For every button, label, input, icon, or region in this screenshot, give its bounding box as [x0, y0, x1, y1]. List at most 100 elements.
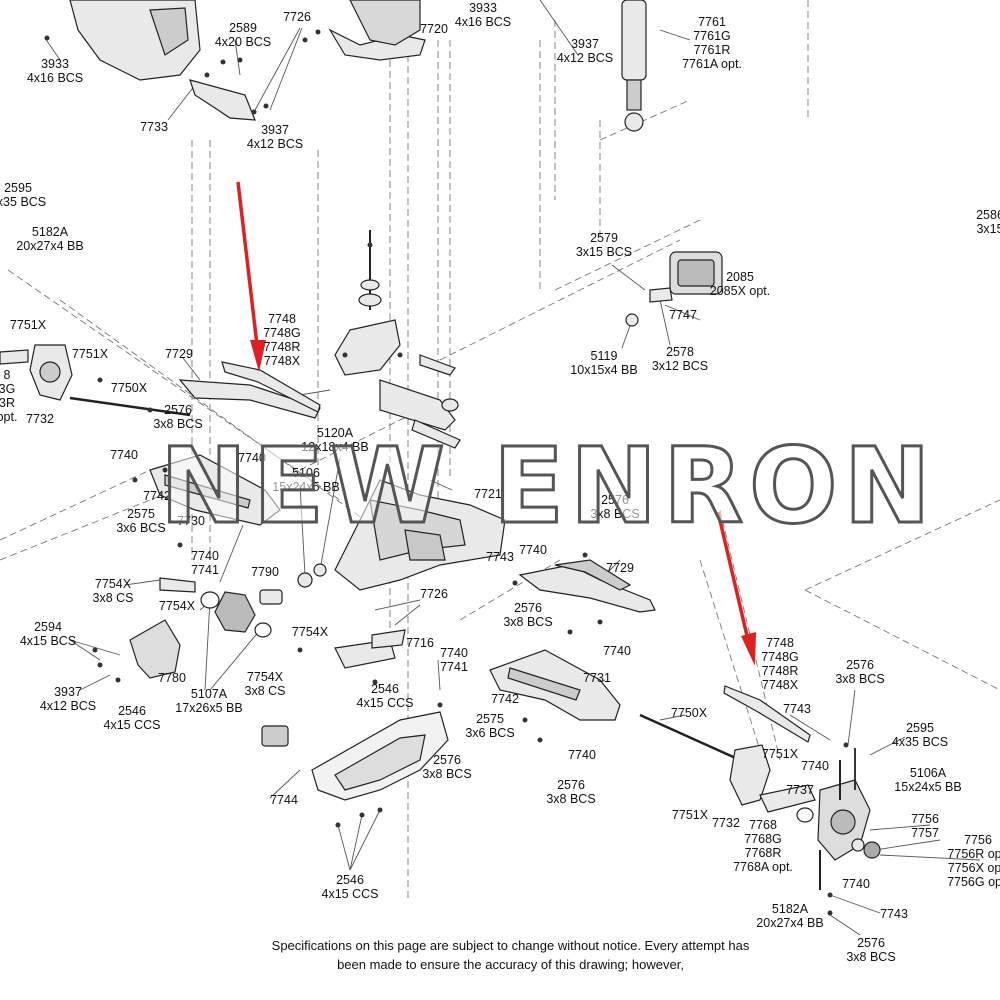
part-label-line: 2589	[229, 21, 257, 35]
part-label-line: 5120A	[316, 426, 354, 440]
part-label-line: 7747	[669, 308, 697, 322]
part-label-line: 2546	[371, 682, 399, 696]
part-label-line: 5106A	[909, 766, 947, 780]
part-label-line: 2546	[336, 873, 364, 887]
part-label-line: 7729	[606, 561, 634, 575]
part-label-line: 7751X	[761, 747, 799, 761]
part-label-line: 7730	[177, 514, 205, 528]
part-label-line: 17x26x5 BB	[175, 701, 243, 715]
part-label-line: 3933	[41, 57, 69, 71]
part-label-l7731: 7731	[583, 671, 611, 685]
part-label-line: 2579	[590, 231, 618, 245]
part-label-l7751a: 7751X	[10, 318, 46, 332]
part-label-l7750a: 7750X	[111, 381, 147, 395]
part-label-l7729b: 7729	[606, 561, 634, 575]
part-label-l7740c: 7740	[519, 543, 547, 557]
part-label-line: 2595	[906, 721, 934, 735]
part-label-l7747: 7747	[669, 308, 697, 322]
part-label-line: 2575	[127, 507, 155, 521]
part-label-line: 7761	[698, 15, 726, 29]
part-label-line: 7737	[786, 783, 814, 797]
part-label-line: 2576	[857, 936, 885, 950]
part-label-line: 7720	[420, 22, 448, 36]
part-label-line: 7756X opt.	[947, 861, 1000, 875]
part-label-l7740h: 7740	[801, 759, 829, 773]
part-label-line: 3x8 BCS	[846, 950, 896, 964]
part-label-l7790: 7790	[251, 565, 279, 579]
part-label-line: 7768G	[744, 832, 782, 846]
part-label-l7729a: 7729	[165, 347, 193, 361]
part-label-line: 3933	[469, 1, 497, 15]
part-label-line: 4x20 BCS	[214, 35, 272, 49]
part-label-line: 4x12 BCS	[556, 51, 614, 65]
part-label-line: 7768R	[744, 846, 782, 860]
part-label-line: 20x27x4 BB	[16, 239, 84, 253]
part-label-line: 4x16 BCS	[454, 15, 512, 29]
part-label-line: 7756G opt.	[947, 875, 1000, 889]
part-label-line: 7743	[880, 907, 908, 921]
part-label-l7751c: 7751X	[762, 747, 798, 761]
part-label-line: 2576	[433, 753, 461, 767]
parts	[0, 0, 881, 890]
part-label-l7740g: 7740	[568, 748, 596, 762]
part-label-l2586: 25863x15	[976, 208, 1000, 236]
steering-bellcrank	[334, 319, 401, 376]
part-label-line: 5182A	[31, 225, 69, 239]
part-label-l7740a: 7740	[110, 448, 138, 462]
part-label-line: 7751X	[9, 318, 47, 332]
part-label-line: 8	[3, 368, 11, 382]
part-label-line: 7754X	[291, 625, 329, 639]
part-label-line: 3937	[54, 685, 82, 699]
part-label-l7730: 7730	[177, 514, 205, 528]
part-label-line: 2575	[476, 712, 504, 726]
part-label-line: 15x24x5 BB	[894, 780, 962, 794]
part-label-line: 7748G	[263, 326, 301, 340]
part-label-line: 7748R	[263, 340, 301, 354]
top-bulkhead	[349, 0, 421, 46]
part-label-line: 7751X	[671, 808, 709, 822]
differential	[214, 591, 256, 633]
part-label-line: 7768	[749, 818, 777, 832]
part-label-line: 4x15 BCS	[19, 634, 77, 648]
part-label-line: 7756	[911, 812, 939, 826]
part-label-line: 2576	[846, 658, 874, 672]
part-label-line: 3x8 BCS	[835, 672, 885, 686]
part-label-line: 5182A	[771, 902, 809, 916]
part-label-l7743a: 7743	[486, 550, 514, 564]
part-label-line: 2085	[726, 270, 754, 284]
part-label-line: 7743	[783, 702, 811, 716]
part-label-line: 7740	[519, 543, 547, 557]
part-label-line: 7743	[486, 550, 514, 564]
part-label-l7721: 7721	[474, 487, 502, 501]
part-label-line: 2576	[557, 778, 585, 792]
part-label-l7780: 7780	[158, 671, 186, 685]
part-label-line: 7740	[801, 759, 829, 773]
part-label-l7754c: 7754X	[292, 625, 328, 639]
gearbox-housing	[129, 619, 181, 679]
part-label-line: 7748X	[761, 678, 799, 692]
part-label-line: 7757	[911, 826, 939, 840]
part-label-line: 7741	[191, 563, 219, 577]
part-label-l7733: 7733	[140, 120, 168, 134]
